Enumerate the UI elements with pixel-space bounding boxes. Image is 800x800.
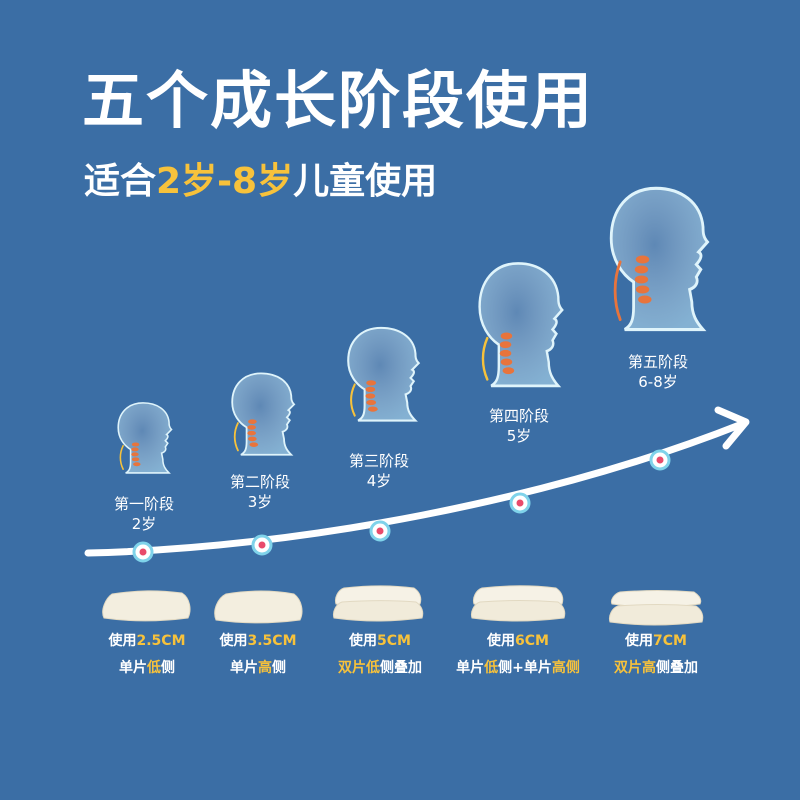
stage-age: 4岁 [366, 472, 392, 490]
pillow-image [333, 585, 424, 622]
growth-curve-arrowhead [714, 406, 750, 450]
usage-height: 6CM [515, 633, 549, 649]
usage-mode: 侧 [271, 660, 286, 676]
usage-info: 使用5CM 双片低侧叠加 [338, 628, 422, 682]
subtitle-dash: - [217, 161, 233, 202]
stage-marker [649, 449, 671, 471]
usage-mode: 低 [366, 660, 380, 676]
usage-prefix: 使用 [349, 633, 378, 649]
usage-mode: 低 [484, 660, 499, 676]
stage-age: 5岁 [506, 427, 532, 445]
pillow-image [609, 590, 704, 626]
subtitle-age-from: 2岁 [156, 161, 218, 202]
usage-mode: 高 [257, 660, 272, 676]
usage-mode: 单片 [456, 660, 485, 676]
stage-name: 第三阶段 [348, 452, 410, 470]
usage-height: 7CM [653, 633, 687, 649]
usage-mode: 高 [642, 660, 656, 676]
stage-marker [251, 534, 273, 556]
pillow-image [471, 585, 566, 622]
usage-height: 2.5CM [136, 633, 186, 649]
usage-info: 使用6CM 单片低侧+单片高侧 [456, 628, 580, 682]
pillow-image [214, 590, 303, 624]
subtitle-suffix: 儿童使用 [293, 161, 438, 202]
usage-prefix: 使用 [108, 633, 137, 649]
usage-mode: 单片 [118, 660, 147, 676]
child-head-icon [347, 326, 421, 422]
usage-mode: 单片 [229, 660, 258, 676]
stage-name: 第二阶段 [229, 473, 291, 491]
stage-label: 第四阶段 5岁 [489, 406, 549, 446]
stage-label: 第五阶段 6-8岁 [628, 352, 688, 392]
usage-info: 使用7CM 双片高侧叠加 [614, 628, 698, 682]
page-title: 五个成长阶段使用 [82, 64, 595, 137]
page-subtitle: 适合2岁-8岁儿童使用 [84, 164, 437, 200]
usage-mode: 叠加 [394, 660, 422, 676]
stage-name: 第一阶段 [113, 495, 175, 513]
child-head-icon [478, 262, 564, 388]
usage-mode: 双片 [614, 660, 642, 676]
usage-mode: 叠加 [670, 660, 698, 676]
usage-mode: 双片 [338, 660, 366, 676]
stage-age: 3岁 [247, 493, 273, 511]
stage-label: 第一阶段 2岁 [114, 494, 174, 534]
usage-mode: 低 [146, 660, 161, 676]
stage-marker [132, 541, 154, 563]
usage-prefix: 使用 [487, 633, 516, 649]
stage-label: 第三阶段 4岁 [349, 451, 409, 491]
child-head-icon [609, 186, 710, 332]
usage-prefix: 使用 [219, 633, 248, 649]
stage-name: 第五阶段 [627, 353, 689, 371]
usage-mode: 侧 [160, 660, 175, 676]
usage-mode: 侧 [380, 660, 394, 676]
growth-curve-line [84, 420, 746, 557]
subtitle-age-to: 8岁 [232, 161, 294, 202]
stage-marker [369, 520, 391, 542]
child-head-icon [231, 372, 296, 456]
usage-mode: 高侧 [551, 660, 580, 676]
usage-mode: 侧+单片 [498, 660, 552, 676]
usage-prefix: 使用 [625, 633, 654, 649]
stage-age: 6-8岁 [638, 373, 678, 391]
usage-height: 5CM [377, 633, 411, 649]
subtitle-prefix: 适合 [84, 161, 157, 202]
stage-age: 2岁 [131, 515, 157, 533]
pillow-image [102, 590, 191, 622]
usage-info: 使用3.5CM 单片高侧 [219, 628, 296, 682]
usage-height: 3.5CM [247, 633, 297, 649]
child-head-icon [117, 402, 173, 474]
stage-label: 第二阶段 3岁 [230, 472, 290, 512]
stage-name: 第四阶段 [488, 407, 550, 425]
usage-info: 使用2.5CM 单片低侧 [108, 628, 185, 682]
stage-marker [509, 492, 531, 514]
usage-mode: 侧 [656, 660, 670, 676]
